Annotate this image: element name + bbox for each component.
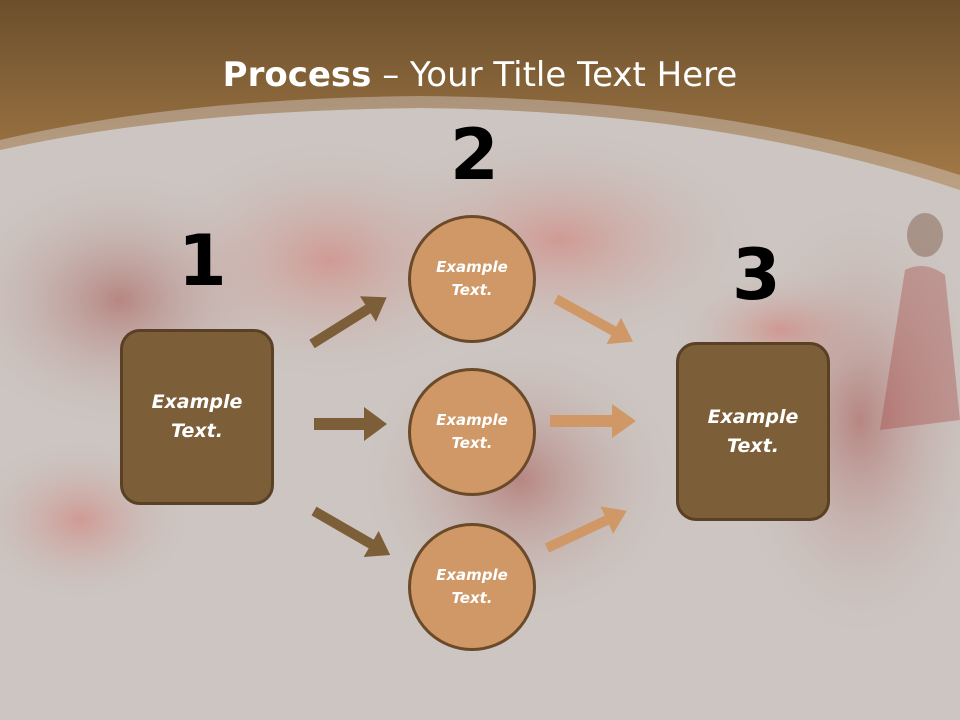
arrow-from-middle-circle	[550, 404, 636, 438]
step-number-2: 2	[450, 114, 499, 196]
circle-top-text: Example Text.	[436, 258, 508, 299]
arrow-to-middle-circle	[314, 407, 387, 441]
circle-bottom-text: Example Text.	[436, 566, 508, 607]
arrow-from-bottom-circle	[544, 506, 627, 553]
step-number-1: 1	[178, 220, 227, 302]
step-3-box: Example Text.	[676, 342, 830, 521]
arrow-to-top-circle	[309, 296, 387, 349]
circle-middle: Example Text.	[408, 368, 536, 496]
arrow-to-bottom-circle	[311, 506, 391, 557]
title-bold: Process	[222, 55, 372, 95]
step-3-text: Example Text.	[707, 405, 799, 457]
circle-middle-text: Example Text.	[436, 411, 508, 452]
step-1-box: Example Text.	[120, 329, 274, 505]
arrow-from-top-circle	[553, 294, 633, 345]
title-text: Your Title Text Here	[410, 55, 738, 95]
step-1-text: Example Text.	[151, 391, 243, 442]
slide-title: Process – Your Title Text Here	[0, 54, 960, 96]
circle-top: Example Text.	[408, 215, 536, 343]
title-dash: –	[371, 55, 411, 95]
step-number-3: 3	[732, 234, 781, 316]
circle-bottom: Example Text.	[408, 523, 536, 651]
